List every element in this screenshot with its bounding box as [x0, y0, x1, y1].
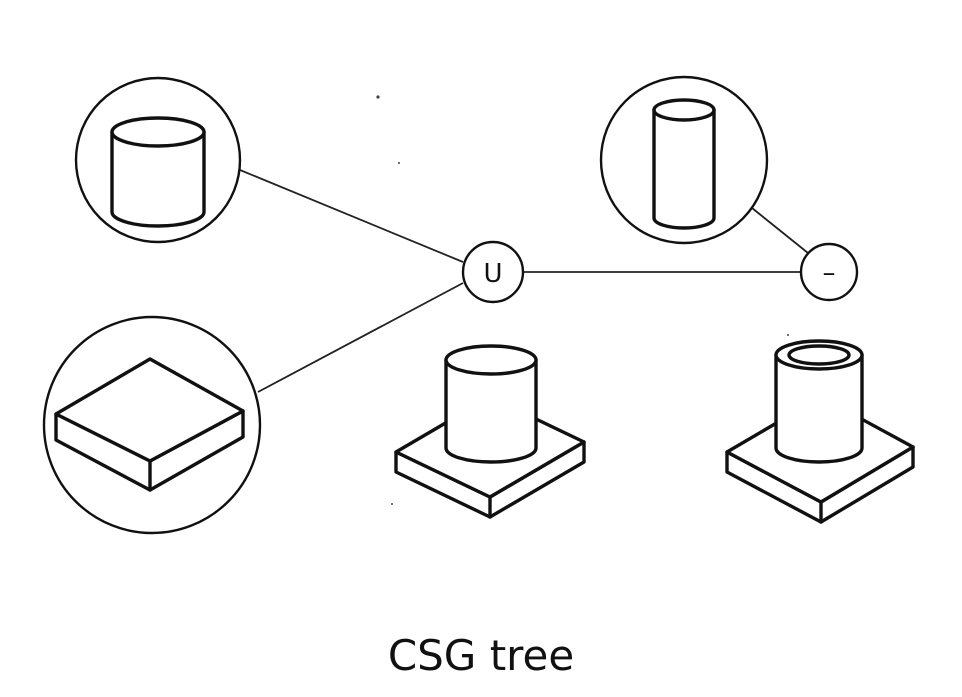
difference-result-shape	[725, 339, 915, 524]
leaf-tall-cylinder	[599, 75, 769, 245]
edge-tall-cylinder-to-difference	[751, 207, 809, 254]
scan-specks	[376, 95, 789, 505]
difference-operator-node: –	[799, 242, 859, 302]
edge-box-to-union	[257, 282, 464, 393]
union-operator-node: U	[461, 240, 525, 304]
edge-cylinder-to-union	[239, 169, 464, 263]
diagram-caption: CSG tree	[387, 631, 575, 680]
leaf-box	[42, 315, 262, 535]
union-symbol: U	[483, 259, 502, 289]
union-result-shape	[394, 344, 586, 519]
difference-symbol: –	[823, 258, 836, 288]
leaf-cylinder	[74, 76, 242, 244]
